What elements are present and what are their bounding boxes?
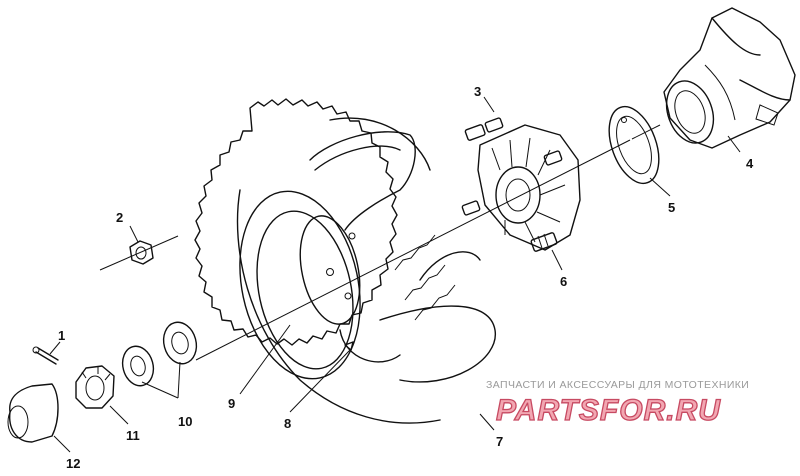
callout-11: 11 [126,428,140,443]
washers [121,321,198,387]
wheel-stud [530,232,558,252]
watermark: ЗАПЧАСТИ И АКСЕССУАРЫ ДЛЯ МОТОТЕХНИКИ PA… [486,379,749,428]
axle-line [99,124,661,361]
hub [461,117,581,251]
castle-nut [75,365,115,409]
spindle-housing [663,7,796,149]
callout-6: 6 [560,274,567,289]
callout-12: 12 [66,456,80,471]
callout-7: 7 [496,434,503,449]
watermark-tagline: ЗАПЧАСТИ И АКСЕССУАРЫ ДЛЯ МОТОТЕХНИКИ [486,379,749,391]
tire-tread-outline [194,98,398,346]
tire [194,98,496,424]
seal-ring [608,105,660,185]
callout-8: 8 [284,416,291,431]
nut [129,240,154,265]
callout-2: 2 [116,210,123,225]
callout-4: 4 [746,156,754,171]
callout-9: 9 [228,396,235,411]
callout-10: 10 [178,414,192,429]
callout-labels: 1 2 3 4 5 6 7 8 9 10 11 12 [58,84,754,471]
cotter-pin [32,346,59,365]
leader-lines [49,96,741,453]
callout-3: 3 [474,84,481,99]
callout-1: 1 [58,328,65,343]
hub-cap [7,383,59,443]
watermark-brand: PARTSFOR.RU [496,394,721,427]
rim [239,131,416,380]
callout-5: 5 [668,200,675,215]
